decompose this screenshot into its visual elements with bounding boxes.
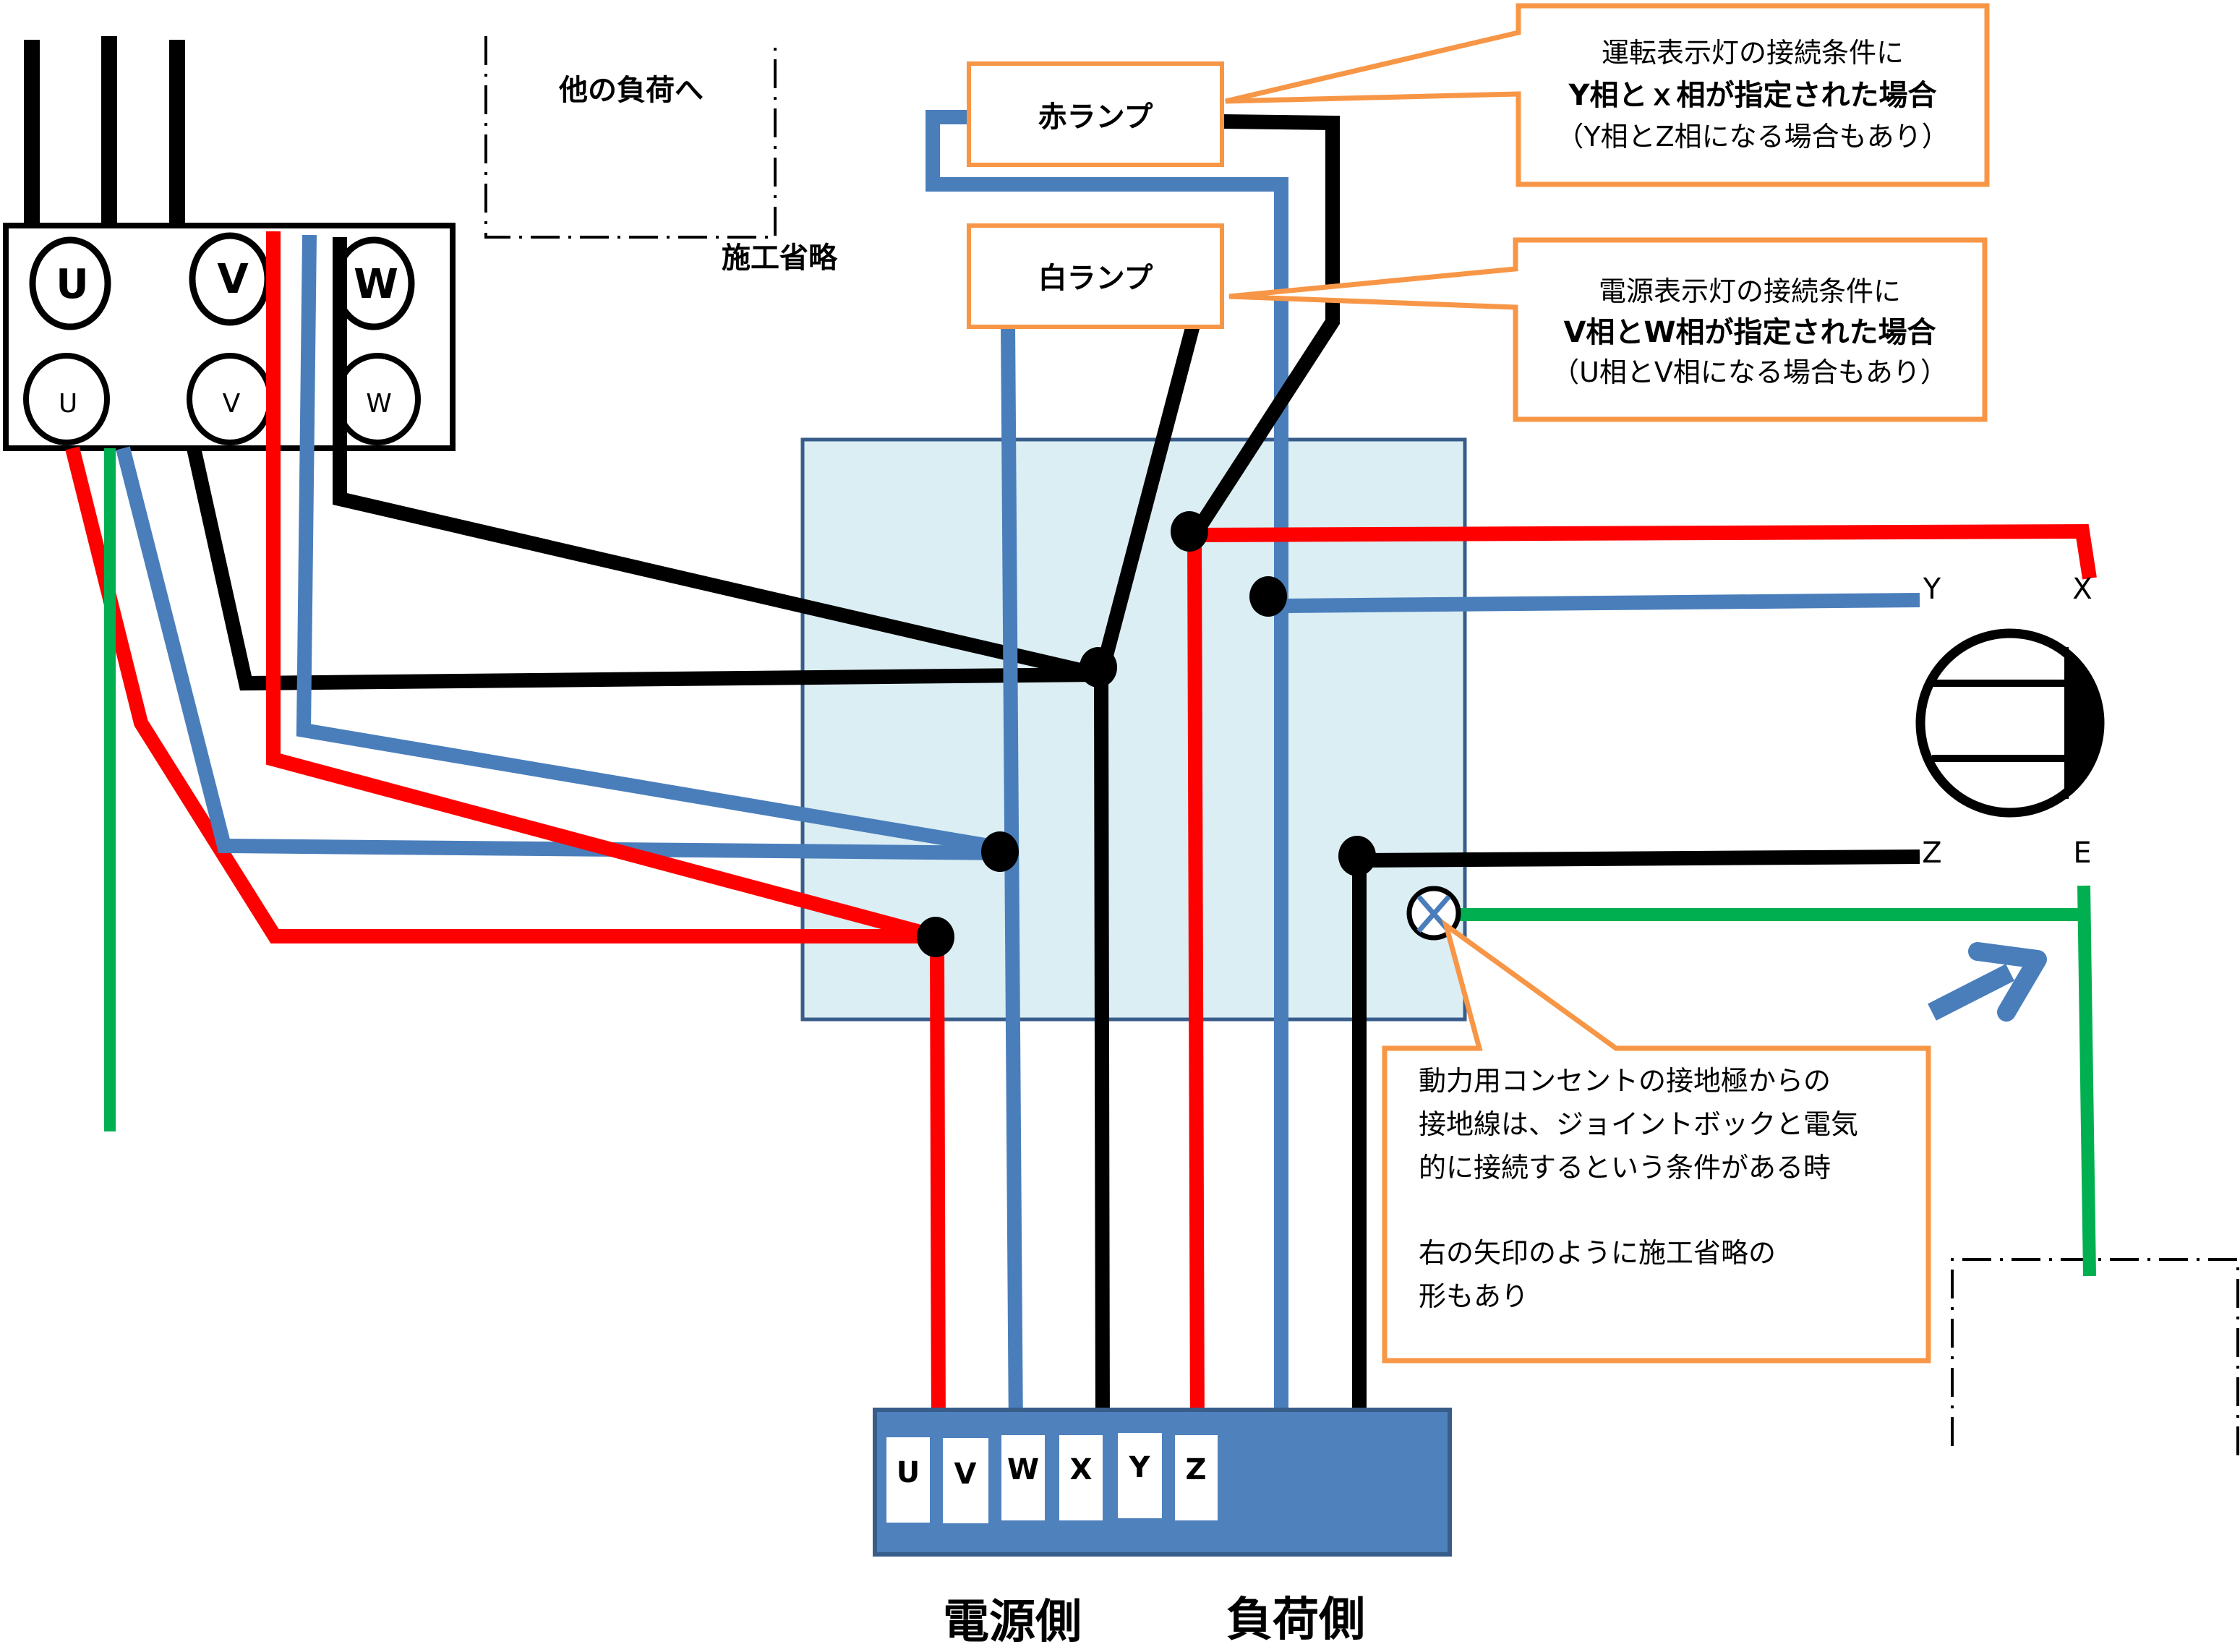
power-lamp-callout-line1: 電源表示灯の接続条件に — [1599, 275, 1901, 307]
terminal-label-z: Z — [1185, 1453, 1206, 1486]
terminal-label-u: U — [897, 1456, 920, 1489]
terminal-slot-x — [1059, 1435, 1103, 1520]
ground-note-line: 形もあり — [1419, 1280, 1529, 1312]
ground-terminal-icon — [1406, 886, 1461, 941]
motor-terminal-label-z: Z — [1922, 836, 1941, 870]
breaker-top-label-v: V — [217, 256, 249, 303]
wire-red-terminal-u — [930, 939, 946, 1436]
operation-lamp-callout-line1: 運転表示灯の接続条件に — [1602, 37, 1904, 69]
breaker-bottom-label-u: U — [59, 389, 77, 419]
wire-blue-breaker-v — [116, 446, 1012, 860]
terminal-label-v: V — [954, 1458, 977, 1491]
junction-dot — [981, 831, 1019, 872]
other-loads-boundary — [484, 36, 777, 239]
terminal-slot-z — [1175, 1435, 1218, 1520]
ground-note-callout — [1382, 919, 1931, 1364]
terminal-label-x: X — [1070, 1453, 1093, 1486]
other-loads-label: 他の負荷へ — [558, 74, 704, 107]
power-lamp-callout — [1228, 237, 1988, 422]
operation-lamp-callout-line2: Y相とｘ相が指定された場合 — [1568, 79, 1937, 112]
terminal-slot-u — [886, 1437, 930, 1523]
wire-black-breaker-w — [187, 446, 1100, 691]
construction-omitted-label: 施工省略 — [722, 241, 838, 275]
breaker-bottom-label-w: W — [366, 389, 392, 419]
wire-blue-other-loads — [296, 234, 1012, 857]
load-side-label: 負荷側 — [1226, 1593, 1365, 1647]
source-side-label: 電源側 — [943, 1596, 1082, 1649]
ground-note-line: 動力用コンセントの接地極からの — [1419, 1065, 1831, 1097]
operation-lamp-callout-line3: （Y相とZ相になる場合もあり） — [1556, 121, 1949, 153]
terminal-slot-v — [943, 1438, 988, 1523]
wire-black-other-loads — [333, 237, 1101, 682]
motor-terminal-label-x: X — [2072, 573, 2092, 606]
power-lamp-callout-line3: （U相とV相になる場合もあり） — [1552, 356, 1948, 388]
breaker-top-label-u: U — [56, 261, 88, 308]
power-lamp-callout-line2: V相とW相が指定された場合 — [1563, 316, 1936, 349]
red-lamp-label: 赤ランプ — [1038, 100, 1153, 134]
wire-green-ground-e-vertical — [2077, 885, 2096, 1277]
red-lamp-box — [967, 61, 1224, 167]
terminal-label-y: Y — [1129, 1451, 1151, 1484]
junction-dot — [1080, 647, 1117, 688]
arrow-icon — [1928, 942, 2047, 1022]
breaker-bottom-label-v: V — [223, 389, 241, 419]
wire-red-other-loads — [266, 231, 939, 943]
breaker-top-label-w: W — [354, 261, 398, 308]
ground-note-line: 右の矢印のように施工省略の — [1419, 1237, 1776, 1269]
ground-note-text: 動力用コンセントの接地極からの 接地線は、ジョイントボックと電気 的に接続すると… — [1419, 1065, 1858, 1312]
white-lamp-label: 白ランプ — [1038, 262, 1153, 295]
terminal-slot-y — [1118, 1433, 1162, 1518]
breaker-bottom-terminals: U V W — [23, 353, 421, 445]
motor-terminal-label-y: Y — [1923, 573, 1941, 606]
junction-dot — [1249, 576, 1287, 617]
wire-blue-white-lamp — [1001, 323, 1023, 1436]
breaker-top-terminals: U V W — [29, 232, 415, 330]
wire-black-red-lamp — [1188, 114, 1340, 539]
omitted-ground-boundary — [1951, 1258, 2239, 1460]
ground-note-line: 的に接続するという条件がある時 — [1419, 1152, 1831, 1184]
terminal-slot-w — [1001, 1435, 1045, 1520]
motor-terminal-label-e: E — [2073, 836, 2091, 870]
white-lamp-box — [967, 223, 1224, 329]
terminal-block-slots — [886, 1433, 1218, 1523]
junction-dot — [1338, 836, 1376, 876]
junction-dot — [1171, 511, 1208, 552]
motor-symbol-icon — [1915, 628, 2105, 818]
junction-dot — [917, 917, 954, 957]
operation-lamp-callout — [1225, 3, 1990, 187]
terminal-label-w: W — [1007, 1453, 1039, 1486]
wire-blue-motor-y — [1281, 593, 1920, 613]
breaker-terminal-bottom-u — [23, 353, 110, 445]
ground-note-line: 接地線は、ジョイントボックと電気 — [1419, 1108, 1858, 1140]
wire-red-motor-x — [1187, 523, 2097, 1436]
breaker-terminal-top-u — [29, 236, 111, 330]
